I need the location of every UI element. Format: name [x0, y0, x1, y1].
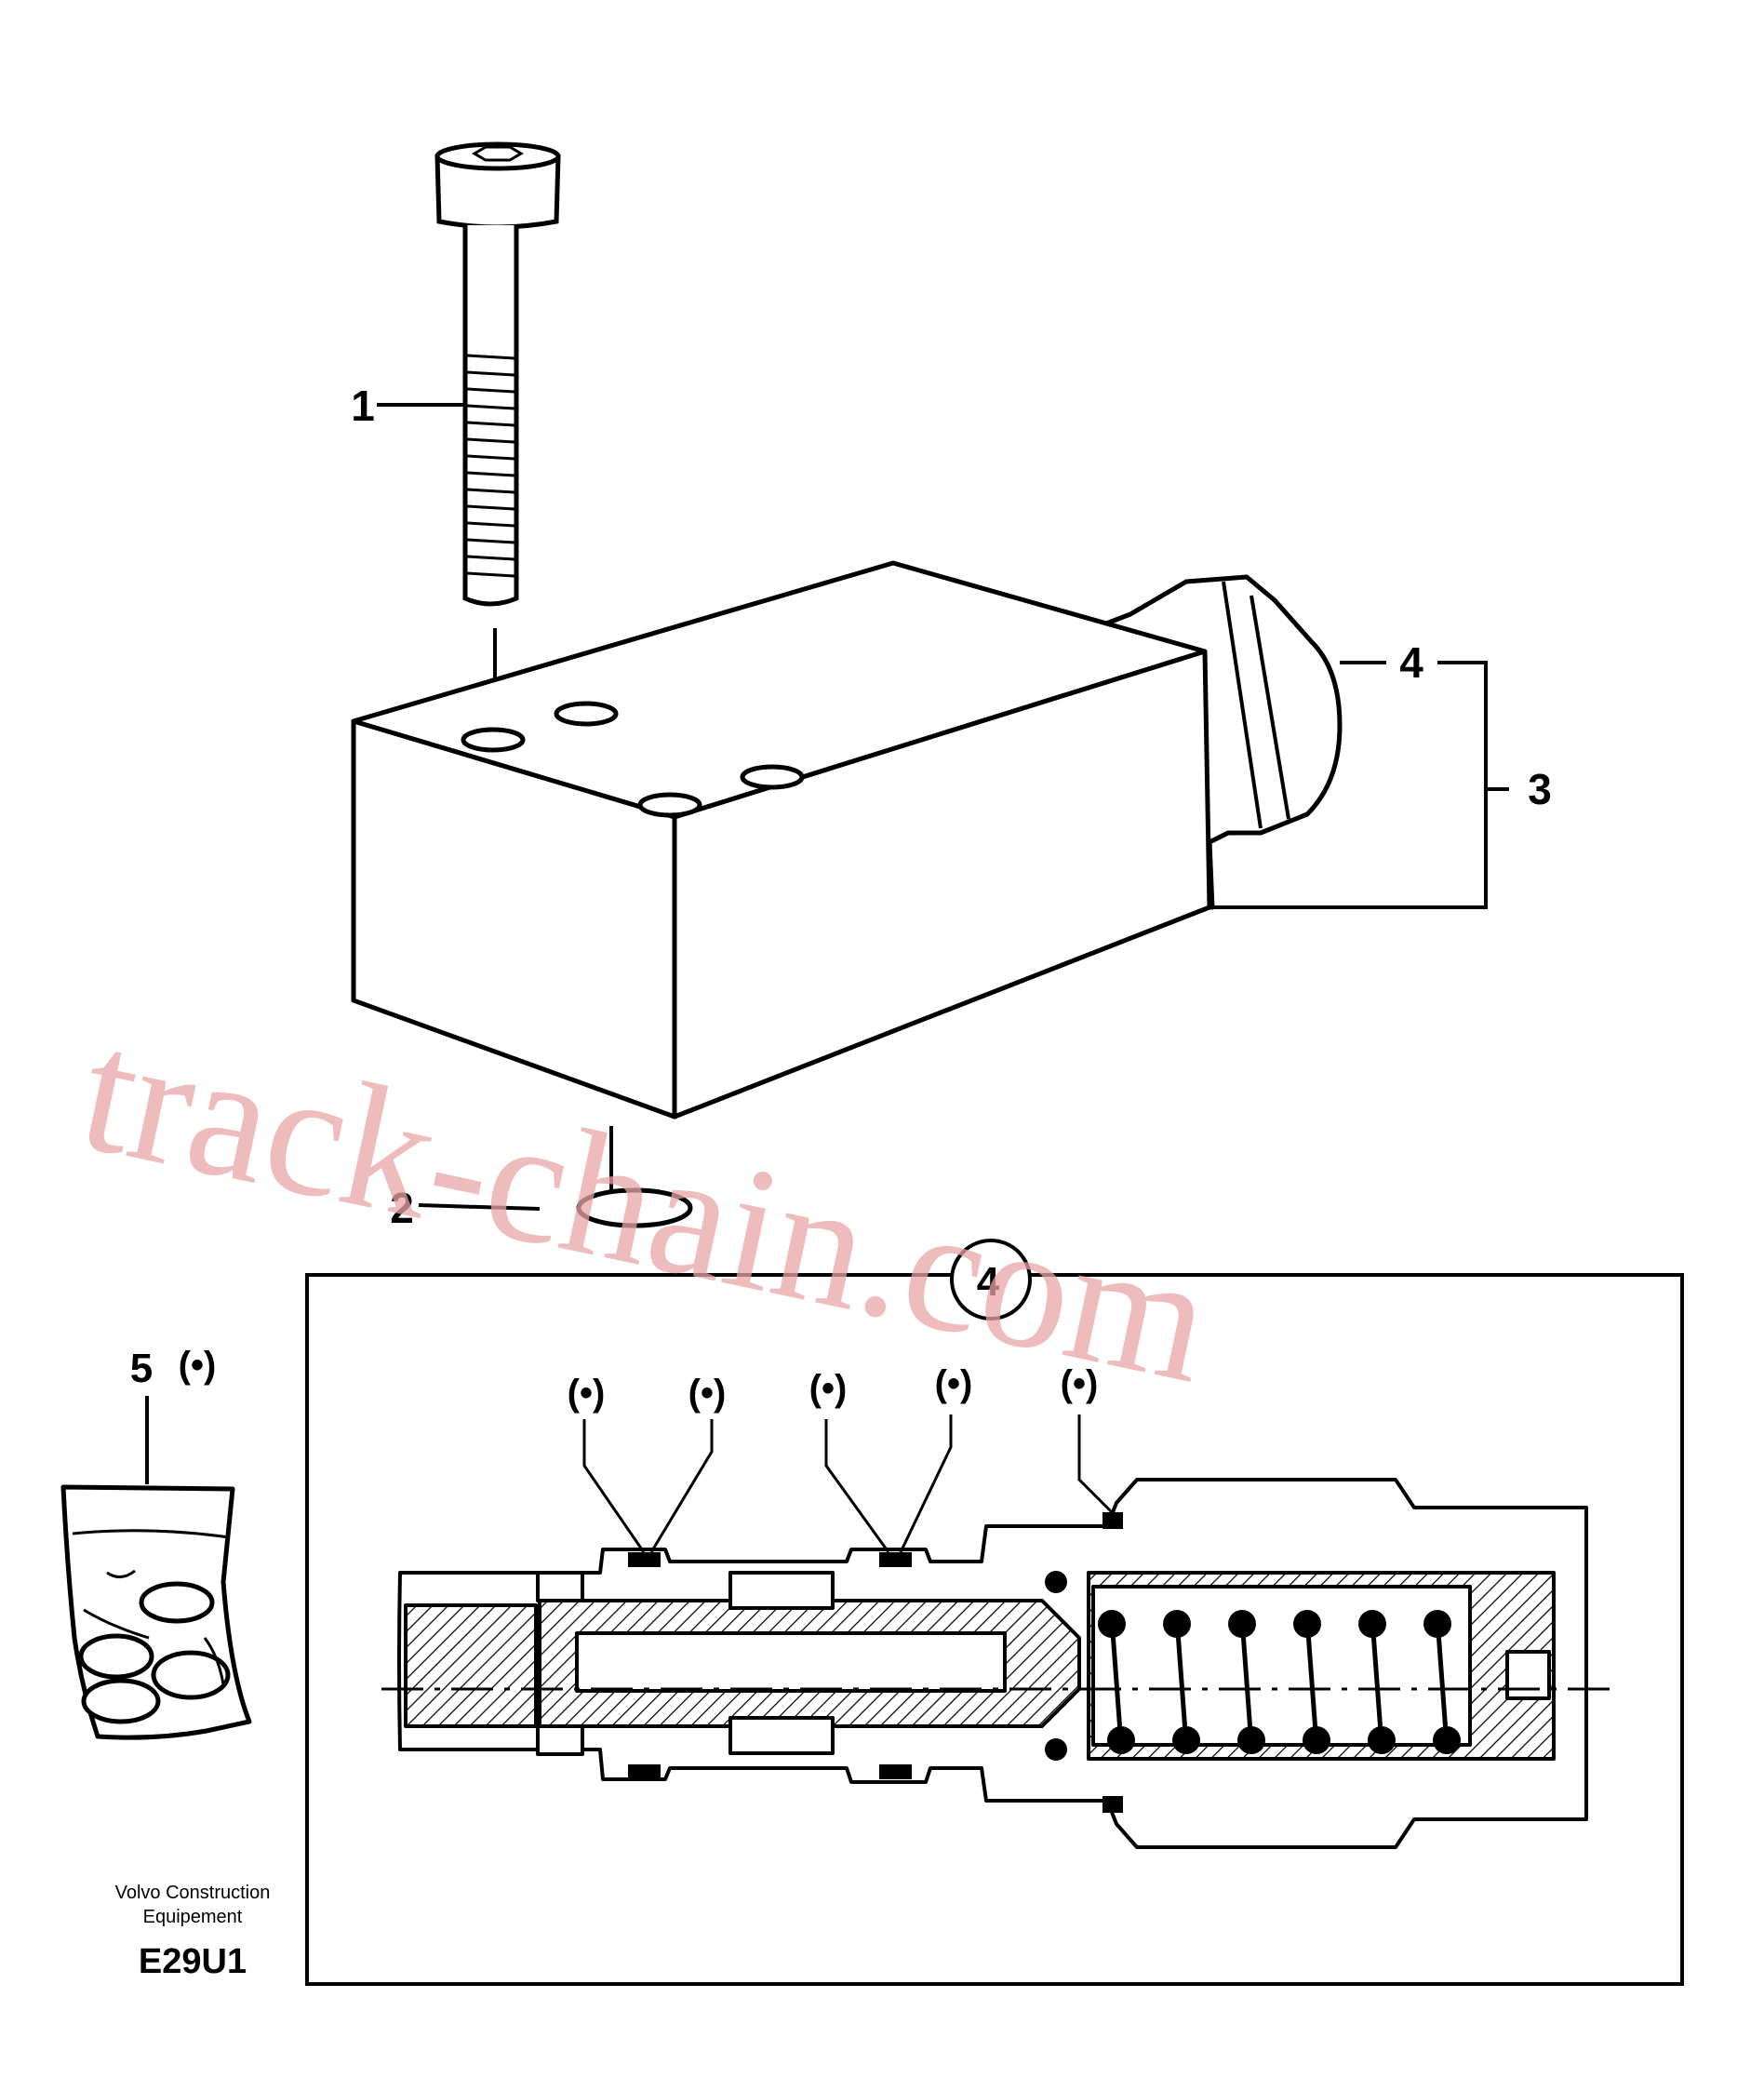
seal-markers: (•) (•) (•) (•) (•): [568, 1363, 1099, 1414]
optional-mark-4: (•): [935, 1363, 973, 1404]
valve-block: [351, 560, 1343, 1119]
optional-mark-1: (•): [568, 1373, 606, 1414]
leader-lines: [145, 403, 1509, 1484]
credit-line-2: Equipement: [143, 1907, 243, 1927]
figure-code: E29U1: [139, 1942, 247, 1981]
callout-5-optional-mark: (•): [179, 1345, 217, 1386]
callout-5: 5: [130, 1346, 153, 1391]
oring: [576, 1187, 693, 1228]
callout-3: 3: [1528, 765, 1552, 813]
optional-mark-3: (•): [809, 1368, 848, 1409]
seal-leader-lines: [582, 1414, 1114, 1553]
callout-4: 4: [1399, 638, 1423, 687]
callout-1: 1: [351, 382, 375, 430]
cartridge-cross-section: [397, 1478, 1588, 1849]
detail-reference-circle: [950, 1239, 1032, 1321]
optional-mark-5: (•): [1061, 1363, 1099, 1404]
optional-mark-2: (•): [688, 1373, 727, 1414]
detail-reference-label: 4: [977, 1259, 1000, 1305]
credit-line-1: Volvo Construction: [115, 1883, 271, 1903]
callout-2: 2: [390, 1184, 414, 1232]
seal-kit-bag: [60, 1484, 252, 1740]
cap-screw: [434, 141, 561, 607]
